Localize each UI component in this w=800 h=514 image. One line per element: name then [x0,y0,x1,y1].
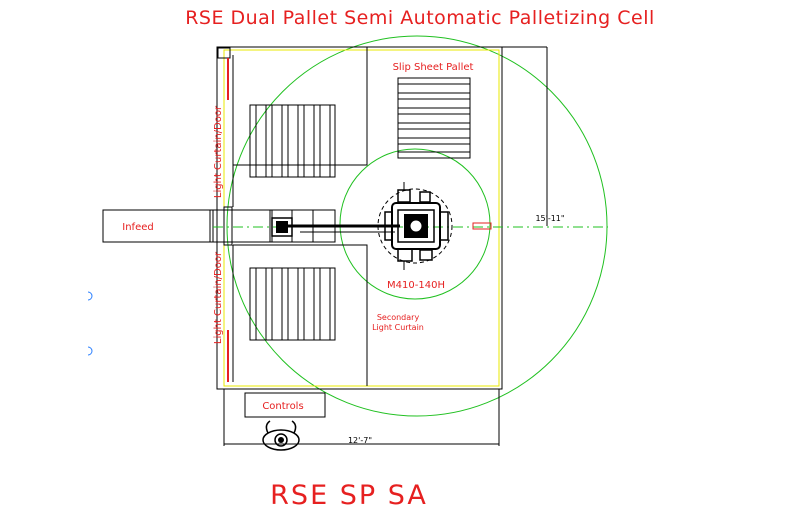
infeed-conveyor [102,209,214,243]
corner-post [217,47,231,59]
marker-icon-2 [87,346,93,356]
secondary-light-curtain-line2: Light Curtain [372,323,424,332]
robot-reach-circle [226,35,608,417]
secondary-light-curtain-line1: Secondary [377,313,420,322]
reach-radius-dimension: 15'-11" [535,214,564,223]
controls-box [244,392,326,418]
center-divider-lower [233,244,368,386]
light-curtain-label-bottom: Light Curtain/Door [213,251,224,344]
robot-model-label: M410-140H [387,280,445,291]
page-title: RSE Dual Pallet Semi Automatic Palletizi… [185,7,655,29]
robot-working-circle [339,148,491,300]
center-divider [233,47,368,166]
infeed-label: Infeed [122,222,153,233]
cell-outer-frame [216,46,503,390]
robot-base [377,182,453,270]
footer-title: RSE SP SA [270,480,428,511]
controls-label: Controls [262,401,303,412]
robot-arm [271,217,400,237]
pallet-bottom [249,267,336,341]
slip-sheet-pallet-label: Slip Sheet Pallet [393,62,474,73]
marker-icon-1 [87,291,93,301]
pallet-top [249,104,336,178]
cell-width-dimension: 12'-7" [348,436,372,445]
operator-icon [262,420,300,451]
slip-sheet-pallet [397,77,471,159]
safety-fence [223,49,500,387]
light-curtain-label-top: Light Curtain/Door [213,105,224,198]
reach-marker [472,222,492,230]
